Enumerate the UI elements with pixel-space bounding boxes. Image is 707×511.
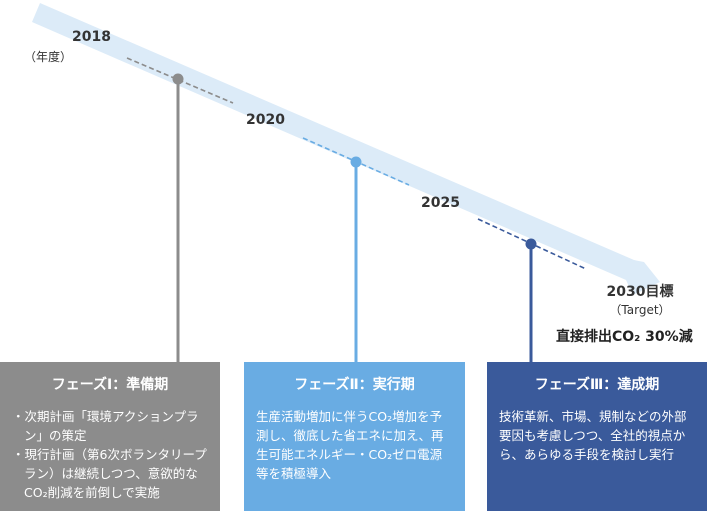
phase-1-title: フェーズⅠ：準備期 — [51, 377, 169, 393]
phase-1-box: フェーズⅠ：準備期 次期計画「環境アクションプラン」の策定 現行計画（第6次ボラ… — [0, 362, 220, 511]
phase-2-title: フェーズⅡ：実行期 — [294, 377, 415, 393]
fiscal-year-unit-label: （年度） — [24, 50, 73, 64]
timeline-arrow — [32, 3, 660, 295]
milestone-dot-2020 — [350, 156, 362, 168]
target-subtitle: （Target） — [609, 303, 671, 317]
milestone-dot-2018 — [172, 73, 184, 85]
phase-1-bullet: 次期計画「環境アクションプラン」の策定 — [12, 407, 208, 445]
year-label-2025: 2025 — [421, 195, 460, 211]
year-label-2020: 2020 — [246, 112, 285, 128]
target-title: 2030目標 — [606, 284, 674, 300]
milestone-dot-2025 — [525, 238, 537, 250]
phase-3-body: 技術革新、市場、規制などの外部要因も考慮しつつ、全社的視点から、あらゆる手段を検… — [499, 409, 687, 462]
phase-3-box: フェーズⅢ：達成期 技術革新、市場、規制などの外部要因も考慮しつつ、全社的視点か… — [487, 362, 707, 511]
year-label-2018: 2018 — [72, 29, 111, 45]
phase-1-list: 次期計画「環境アクションプラン」の策定 現行計画（第6次ボランタリープラン）は継… — [12, 407, 208, 502]
target-label: 2030目標 （Target） — [590, 281, 690, 318]
phase-1-bullet: 現行計画（第6次ボランタリープラン）は継続しつつ、意欲的なCO₂削減を前倒しで実… — [12, 445, 208, 502]
phase-3-title: フェーズⅢ：達成期 — [534, 377, 660, 393]
reduction-goal: 直接排出CO₂ 30%減 — [556, 329, 693, 345]
phase-2-box: フェーズⅡ：実行期 生産活動増加に伴うCO₂増加を予測し、徹底した省エネに加え、… — [244, 362, 465, 511]
phase-2-body: 生産活動増加に伴うCO₂増加を予測し、徹底した省エネに加え、再生可能エネルギー・… — [256, 409, 444, 481]
